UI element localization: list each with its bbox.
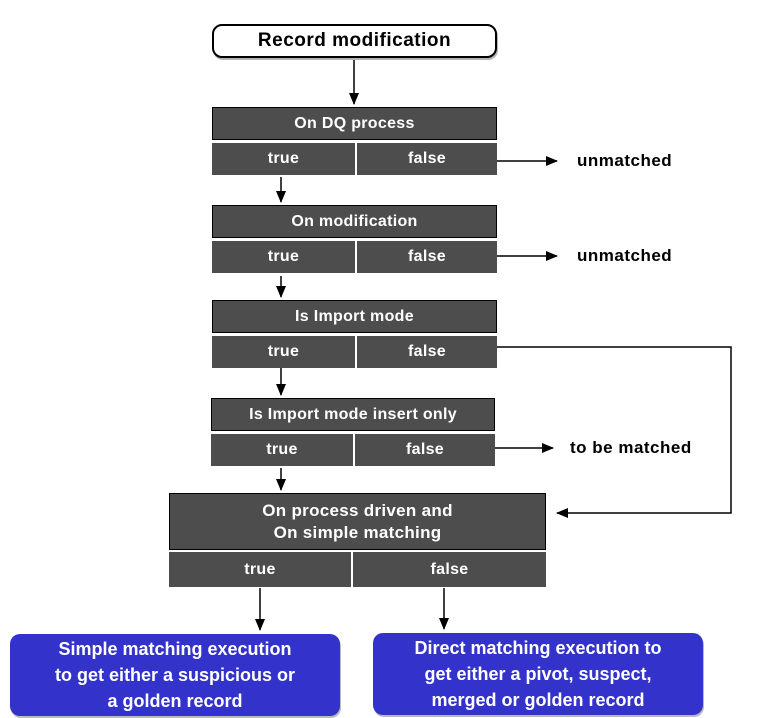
decision-branch-row: true false [212, 241, 497, 273]
outcome-label-unmatched-1: unmatched [577, 151, 673, 170]
result-label: Direct matching execution to get either … [414, 638, 662, 710]
branch-true: true [211, 434, 353, 466]
start-node-record-modification: Record modification [212, 24, 497, 58]
branch-true: true [212, 336, 355, 368]
branch-true: true [212, 241, 355, 273]
decision-header: Is Import mode [212, 300, 497, 333]
start-node-label: Record modification [257, 30, 452, 51]
branch-false: false [357, 336, 497, 368]
decision-on-dq-process: On DQ process true false [212, 107, 497, 175]
branch-false: false [353, 552, 546, 587]
branch-true: true [212, 143, 355, 175]
branch-false: false [357, 241, 497, 273]
decision-branch-row: true false [212, 336, 497, 368]
decision-branch-row: true false [211, 434, 495, 466]
decision-branch-row: true false [212, 143, 497, 175]
decision-header: On DQ process [212, 107, 497, 140]
decision-header: On process driven and On simple matching [169, 493, 546, 550]
decision-branch-row: true false [169, 552, 546, 587]
outcome-label-unmatched-2: unmatched [577, 246, 673, 265]
branch-false: false [357, 143, 497, 175]
branch-true: true [169, 552, 351, 587]
result-label: Simple matching execution to get either … [54, 639, 296, 711]
decision-header: Is Import mode insert only [211, 398, 495, 431]
decision-is-import-mode: Is Import mode true false [212, 300, 497, 368]
result-node-direct-matching-execution: Direct matching execution to get either … [373, 633, 703, 715]
decision-on-modification: On modification true false [212, 205, 497, 273]
decision-header: On modification [212, 205, 497, 238]
connector-import-false-to-process-driven [497, 346, 732, 518]
branch-false: false [355, 434, 495, 466]
result-node-simple-matching-execution: Simple matching execution to get either … [10, 634, 340, 716]
decision-is-import-mode-insert-only: Is Import mode insert only true false [211, 398, 495, 466]
outcome-label-to-be-matched: to be matched [570, 438, 692, 457]
decision-on-process-driven-and-simple-matching: On process driven and On simple matching… [169, 493, 546, 587]
